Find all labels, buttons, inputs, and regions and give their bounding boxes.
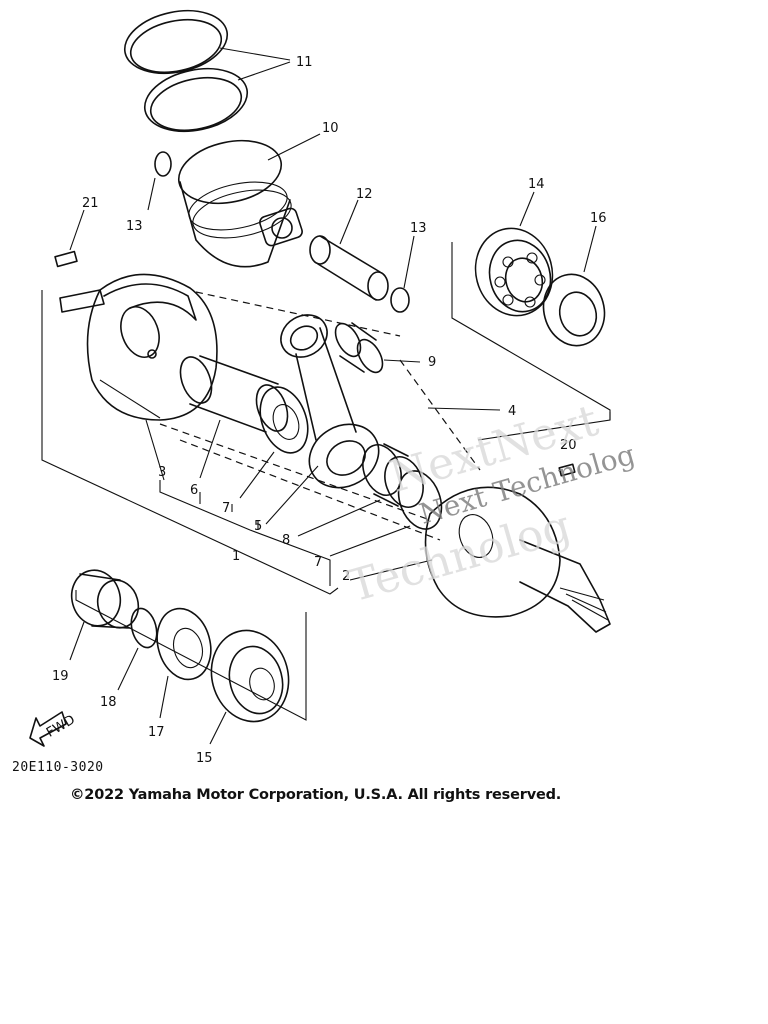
part-label-3: 3 (158, 465, 166, 480)
copyright-notice: ©2022 Yamaha Motor Corporation, U.S.A. A… (70, 787, 562, 803)
small-end-bearing-drawing (334, 322, 421, 374)
part-label-14: 14 (528, 177, 545, 192)
part-label-8: 8 (282, 533, 290, 548)
fwd-arrow-icon: FWD (29, 711, 78, 747)
part-label-7-left: 7 (222, 501, 230, 516)
piston-drawing (177, 133, 321, 268)
part-label-4: 4 (508, 404, 516, 419)
part-label-17: 17 (148, 725, 165, 740)
key-20-drawing (558, 463, 576, 477)
assembly-guide-lines (159, 291, 501, 541)
fwd-label: FWD (44, 712, 78, 740)
connecting-rod-drawing (265, 314, 380, 525)
part-label-10: 10 (322, 121, 339, 136)
bearing-14-seal-16-drawing (451, 191, 611, 420)
part-label-16: 16 (590, 211, 607, 226)
washer-right-drawing (397, 470, 443, 530)
part-label-13-right: 13 (410, 221, 427, 236)
part-label-13-left: 13 (126, 219, 143, 234)
part-label-12: 12 (356, 187, 373, 202)
lower-parts-drawing (69, 569, 307, 745)
piston-rings-drawing (123, 9, 291, 133)
part-label-21: 21 (82, 196, 99, 211)
crank-right-drawing (349, 412, 611, 633)
part-label-15: 15 (196, 751, 213, 766)
label-brackets (159, 480, 331, 586)
part-label-11: 11 (296, 55, 313, 70)
washer-left-drawing (259, 386, 309, 454)
part-label-20: 20 (560, 438, 577, 453)
part-label-6: 6 (190, 483, 198, 498)
crank-pin-drawing (179, 355, 289, 479)
part-label-19: 19 (52, 669, 69, 684)
part-label-2: 2 (342, 569, 350, 584)
circlip-right-drawing (390, 287, 410, 313)
big-end-bearing-drawing (297, 443, 424, 537)
diagram-code: 20E110-3020 (12, 760, 104, 775)
part-label-5: 5 (254, 519, 262, 534)
key-21-drawing (54, 250, 78, 268)
circlip-left-drawing (154, 151, 172, 177)
piston-pin-drawing (309, 199, 389, 301)
part-label-9: 9 (428, 355, 436, 370)
part-label-7-right: 7 (314, 555, 322, 570)
part-label-18: 18 (100, 695, 117, 710)
part-label-1: 1 (232, 549, 240, 564)
